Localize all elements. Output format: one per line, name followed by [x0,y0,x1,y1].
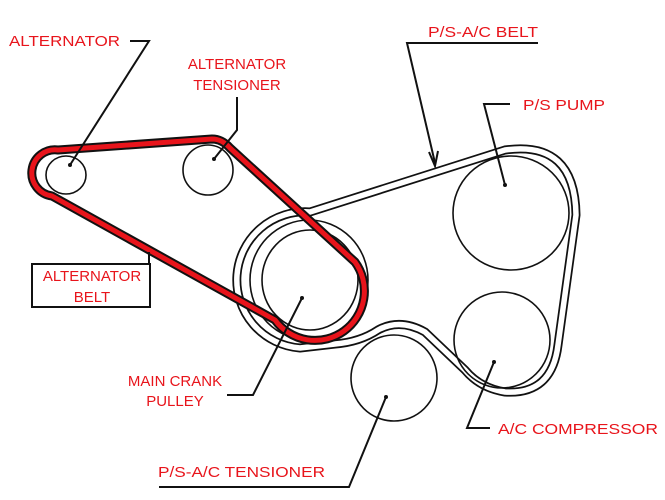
alternator-belt [27,134,369,345]
label-ps-ac-belt: P/S-A/C BELT [428,24,538,41]
alternator-belt-label-box [31,263,151,308]
main-crank-pulley [261,229,359,331]
ps-pump-leader [482,103,510,186]
alternator-pulley [45,155,87,195]
label-alternator-belt-1: ALTERNATOR [43,268,142,285]
label-ps-ac-tensioner: P/S-A/C TENSIONER [158,464,325,481]
alternator-tensioner-pulley [182,144,234,196]
label-main-crank-1: MAIN CRANK [128,373,222,390]
ac-compressor-leader [465,361,495,429]
arrow-icon [428,150,439,170]
label-alternator-tensioner-2: TENSIONER [193,77,281,94]
label-ps-pump: P/S PUMP [523,97,605,114]
ac-compressor-pulley [453,291,551,389]
ps-ac-tensioner-leader [159,396,387,488]
main-crank-leader [227,297,303,396]
label-main-crank-2: PULLEY [146,393,204,410]
ps-ac-tensioner-pulley [350,334,438,422]
label-alternator-belt-2: BELT [74,289,110,306]
label-alternator-tensioner-1: ALTERNATOR [188,56,287,73]
alternator-tensioner-leader [213,97,238,160]
alternator-leader [69,40,151,166]
ps-ac-belt-leader [405,42,538,164]
ps-pump-pulley [452,155,570,271]
ps-ac-belt [232,144,581,397]
label-alternator: ALTERNATOR [9,33,120,50]
label-ac-compressor: A/C COMPRESSOR [498,421,658,438]
